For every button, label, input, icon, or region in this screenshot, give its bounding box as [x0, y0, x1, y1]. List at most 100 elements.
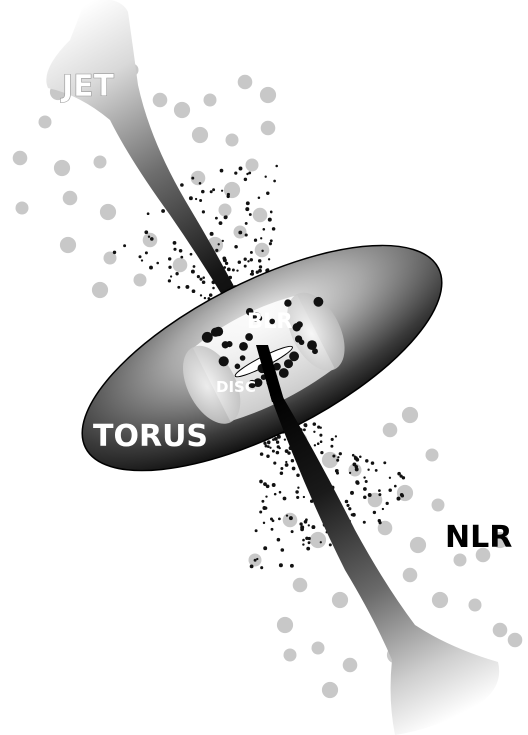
- dust-dot: [239, 167, 243, 171]
- dust-dot: [168, 257, 171, 260]
- nlr-cloud: [312, 642, 325, 655]
- dust-dot: [221, 190, 223, 192]
- blr-cloud: [219, 356, 229, 366]
- dust-dot: [234, 245, 238, 249]
- dust-dot: [274, 493, 277, 496]
- dust-dot: [271, 528, 274, 531]
- dust-dot: [258, 259, 261, 262]
- nlr-cloud: [426, 449, 439, 462]
- dust-dot: [238, 231, 242, 235]
- dust-dot: [355, 480, 359, 484]
- dust-dot: [210, 232, 214, 236]
- nlr-cloud: [238, 75, 253, 90]
- dust-dot: [297, 487, 299, 489]
- dust-dot: [291, 459, 294, 462]
- dust-dot: [284, 438, 286, 440]
- nlr-cloud: [204, 94, 217, 107]
- dust-dot: [173, 241, 177, 245]
- dust-dot: [394, 485, 397, 488]
- dust-dot: [373, 511, 376, 514]
- dust-dot: [308, 537, 311, 540]
- blr-cloud: [235, 364, 241, 370]
- dust-dot: [296, 496, 299, 499]
- dust-dot: [355, 467, 359, 471]
- nlr-cloud: [192, 127, 208, 143]
- nlr-cloud: [253, 208, 268, 223]
- dust-dot: [277, 538, 281, 542]
- dust-dot: [272, 227, 276, 231]
- dust-dot: [259, 511, 262, 514]
- dust-dot: [222, 240, 224, 242]
- dust-dot: [247, 260, 249, 262]
- blr-cloud: [240, 355, 246, 361]
- nlr-cloud: [246, 159, 259, 172]
- nlr-cloud: [293, 578, 308, 593]
- dust-dot: [177, 286, 180, 289]
- blr-cloud: [239, 342, 248, 351]
- dust-dot: [265, 445, 268, 448]
- dust-dot: [266, 192, 269, 195]
- dust-dot: [266, 484, 270, 488]
- nlr-cloud: [16, 202, 29, 215]
- dust-dot: [283, 497, 287, 501]
- dust-dot: [270, 211, 272, 213]
- blr-cloud: [284, 359, 293, 368]
- nlr-cloud: [432, 499, 445, 512]
- dust-dot: [180, 183, 184, 187]
- dust-dot: [308, 524, 310, 526]
- dust-dot: [245, 222, 248, 225]
- dust-dot: [306, 547, 310, 551]
- dust-dot: [246, 173, 248, 175]
- dust-dot: [397, 472, 401, 476]
- blr-label: BLR: [247, 309, 293, 333]
- dust-dot: [224, 215, 228, 219]
- dust-dot: [260, 566, 263, 569]
- dust-dot: [303, 496, 305, 498]
- dust-dot: [199, 199, 202, 202]
- dust-dot: [244, 258, 247, 261]
- nlr-cloud: [143, 233, 158, 248]
- dust-dot: [275, 165, 278, 168]
- nlr-cloud: [174, 102, 190, 118]
- dust-dot: [260, 237, 262, 239]
- blr-cloud: [307, 340, 317, 350]
- dust-dot: [278, 518, 281, 521]
- dust-dot: [280, 472, 283, 475]
- dust-dot: [277, 445, 280, 448]
- nlr-cloud: [219, 204, 232, 217]
- blr-cloud: [222, 341, 229, 348]
- dust-dot: [273, 180, 276, 183]
- dust-dot: [292, 467, 296, 471]
- dust-dot: [303, 428, 306, 431]
- nlr-cloud: [432, 592, 448, 608]
- dust-dot: [279, 563, 283, 567]
- dust-dot: [270, 518, 273, 521]
- dust-dot: [402, 476, 405, 479]
- dust-dot: [345, 500, 349, 504]
- nlr-cloud: [39, 116, 52, 129]
- dust-dot: [285, 461, 287, 463]
- dust-dot: [265, 176, 267, 178]
- dust-dot: [371, 461, 375, 465]
- dust-dot: [296, 473, 300, 477]
- dust-dot: [212, 188, 215, 191]
- dust-dot: [320, 541, 322, 543]
- dust-dot: [272, 450, 275, 453]
- nlr-cloud: [277, 617, 293, 633]
- nlr-cloud: [63, 191, 78, 206]
- dust-dot: [156, 262, 159, 265]
- dust-dot: [268, 258, 270, 260]
- dust-dot: [389, 477, 391, 479]
- dust-dot: [260, 452, 264, 456]
- dust-dot: [332, 454, 335, 457]
- dust-dot: [150, 237, 154, 241]
- dust-dot: [304, 520, 308, 524]
- dust-dot: [289, 516, 293, 520]
- dust-dot: [191, 270, 195, 274]
- dust-dot: [350, 491, 354, 495]
- dust-dot: [367, 469, 369, 471]
- dust-dot: [218, 243, 220, 245]
- disc-label: DISC: [216, 378, 256, 396]
- dust-dot: [368, 493, 372, 497]
- dust-dot: [287, 451, 290, 454]
